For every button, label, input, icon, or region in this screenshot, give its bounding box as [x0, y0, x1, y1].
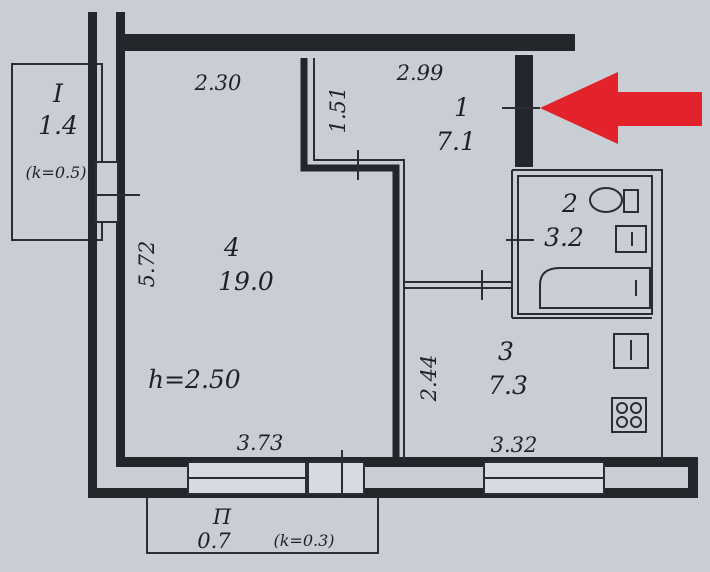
dimension-corridor-wall: 1.51 [326, 87, 350, 134]
stove-burner-icon [616, 416, 628, 428]
room-3-area: 7.3 [488, 371, 528, 400]
balcony-number: I [52, 79, 64, 108]
left-wall-inner [116, 12, 125, 464]
right-wall [688, 466, 698, 498]
ceiling-height: h=2.50 [148, 365, 241, 394]
sink-icon [615, 225, 647, 253]
toilet-tank-icon [623, 189, 639, 213]
kitchen-sink-icon [613, 333, 649, 369]
stove-burner-icon [630, 402, 642, 414]
balcony-door [95, 161, 119, 223]
loggia-outline [146, 495, 379, 554]
room-2-number: 2 [561, 189, 578, 218]
room-1-number: 1 [454, 93, 470, 122]
top-wall [125, 34, 575, 51]
loggia-area: 0.7 [197, 529, 231, 553]
bathtub-icon [539, 267, 651, 309]
left-wall-outer [88, 12, 97, 498]
room-2-area: 3.2 [544, 223, 584, 252]
balcony-area: 1.4 [38, 111, 78, 140]
toilet-icon [589, 187, 623, 213]
room-1-area: 7.1 [436, 127, 476, 156]
entrance-wall [515, 55, 533, 167]
stove-icon [611, 397, 647, 433]
red-arrow-icon [540, 72, 702, 144]
balcony-outline [11, 63, 103, 241]
dimension-left-height: 5.72 [135, 241, 159, 288]
loggia-coefficient: (k=0.3) [273, 531, 334, 550]
window-middle [307, 461, 365, 495]
stove-burner-icon [616, 402, 628, 414]
bottom-wall-inner [116, 457, 698, 467]
dimension-top-right: 2.99 [396, 61, 444, 85]
partition-hall-living [300, 58, 400, 462]
bathroom-outline [512, 169, 663, 462]
dimension-top-left: 2.30 [194, 71, 242, 95]
stove-burner-icon [630, 416, 642, 428]
bottom-wall [88, 488, 698, 498]
loggia-number: П [212, 505, 232, 529]
room-3-number: 3 [498, 337, 514, 366]
room-4-number: 4 [223, 233, 240, 262]
dimension-bottom-left: 3.73 [237, 431, 284, 455]
balcony-coefficient: (k=0.5) [25, 163, 86, 182]
bathroom-wall [517, 175, 653, 315]
dimension-bottom-right: 3.32 [491, 433, 538, 457]
room-4-area: 19.0 [218, 267, 274, 296]
dimension-kitchen-wall: 2.44 [417, 355, 441, 403]
